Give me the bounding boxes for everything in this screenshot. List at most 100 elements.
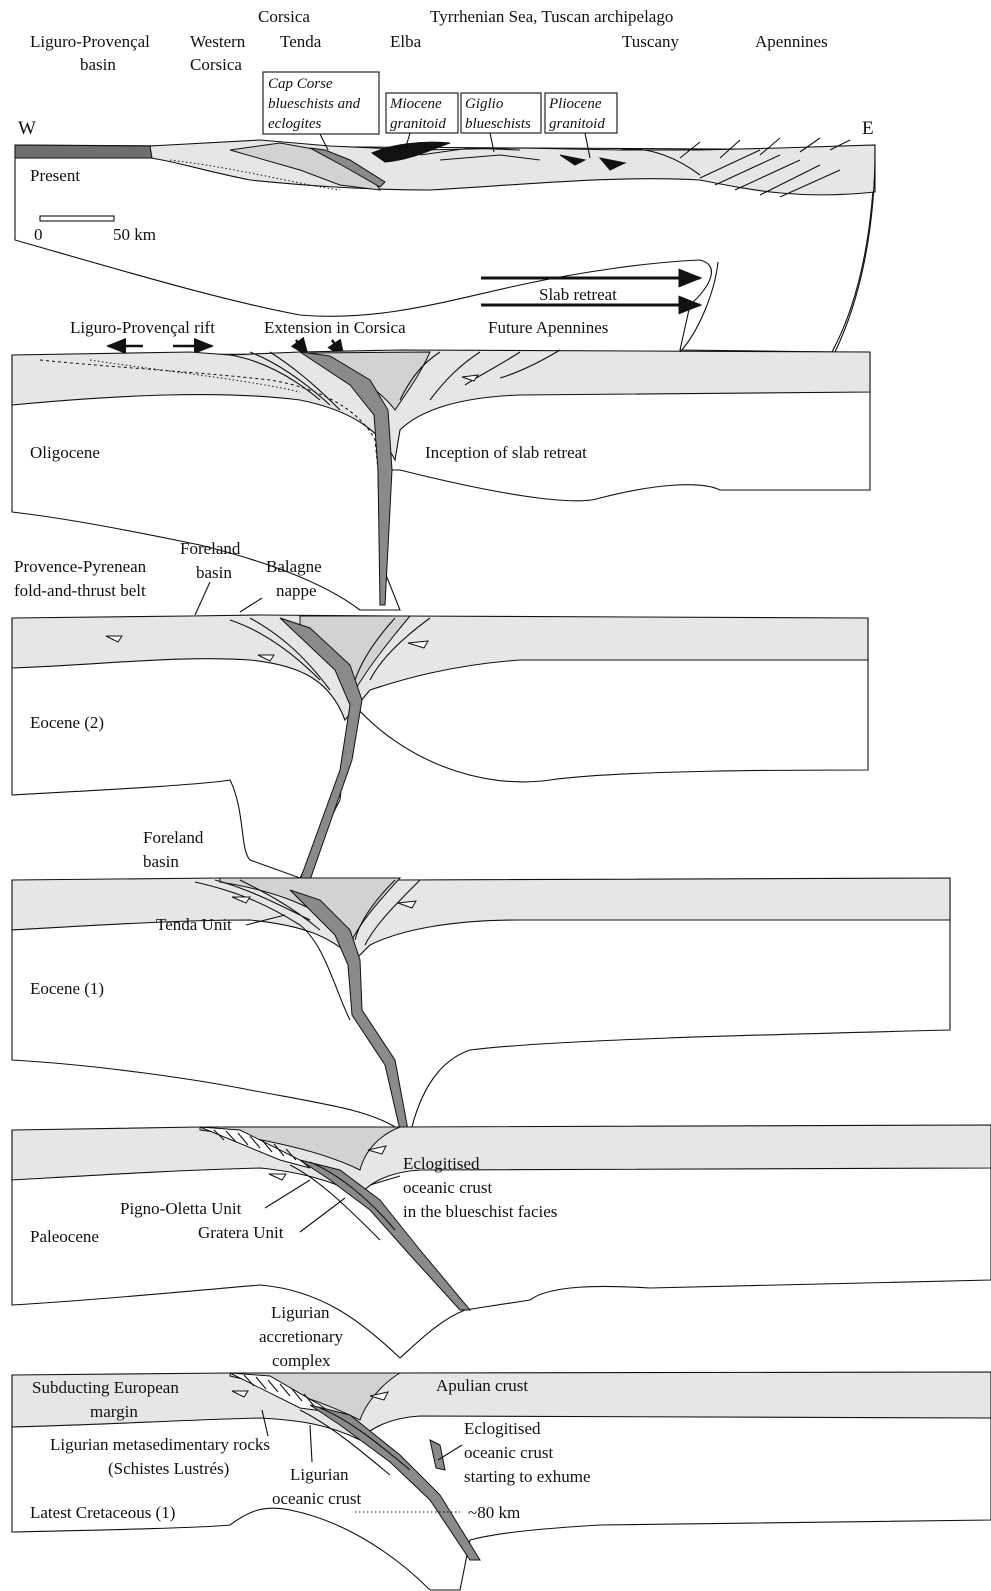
label-tenda: Tenda [280,32,322,51]
label-subducting-european-l2: margin [90,1402,138,1421]
label-eclogitised-start-l1: Eclogitised [464,1419,541,1438]
label-western-corsica-l1: Western [190,32,246,51]
present-miocene-granitoid-body [370,141,451,163]
box-cap-corse-l1: Cap Corse [268,76,333,92]
label-depth-80km: ~80 km [468,1503,520,1522]
label-eclogitised-start-l3: starting to exhume [464,1467,591,1486]
latest-cretaceous-motion-arrow-2 [369,1391,389,1401]
oligocene-dashed-boundary-1 [39,359,379,471]
paleocene-internal-lines [289,1161,396,1241]
eocene1-thrust-lines [194,879,421,1021]
present-annotation-boxes: Cap Corse blueschists and eclogites Mioc… [262,71,618,159]
label-eclogitised-l1: Eclogitised [403,1154,480,1173]
label-apennines: Apennines [755,32,828,51]
label-ligurian-accretionary-l2: accretionary [259,1327,343,1346]
oligocene-mantle-east-edge [679,261,719,353]
label-eclogitised-l3: in the blueschist facies [403,1202,557,1221]
panel-present: Present 0 50 km [14,137,876,353]
label-western-corsica-l2: Corsica [190,55,242,74]
present-oceanic-crust-west [14,144,153,159]
paleocene-unit-leaders [264,1179,346,1233]
label-foreland-basin-b-l1: Foreland [143,828,204,847]
label-tyrrhenian-sea: Tyrrhenian Sea, Tuscan archipelago [430,7,673,26]
eocene2-crust [11,614,869,722]
box-cap-corse-l3: eclogites [268,116,321,132]
label-liguro-provencal-rift: Liguro-Provençal rift [70,318,215,337]
eocene2-motion-arrow-1 [257,654,275,662]
label-corsica: Corsica [258,7,310,26]
exhuming-eclogite-sliver [429,1439,446,1471]
box-leader-lines [319,132,591,159]
eclog-start-leader [437,1444,463,1461]
oligocene-motion-arrow [461,374,480,382]
eocene2-motion-arrow-2 [105,635,123,643]
label-slab-retreat: Slab retreat [539,285,617,304]
label-subducting-european-l1: Subducting European [32,1378,179,1397]
panel-oligocene: Slab retreat Liguro-Provençal rift Exten… [11,149,876,611]
label-ligurian-accretionary-l1: Ligurian [271,1303,330,1322]
panel-latest-cretaceous: Ligurian accretionary complex Subducting… [11,1303,991,1591]
present-pliocene-granitoid-body [559,154,587,166]
label-eclogitised-start-l2: oceanic crust [464,1443,553,1462]
label-pigno-oletta-unit: Pigno-Oletta Unit [120,1199,242,1218]
label-gratera-unit: Gratera Unit [198,1223,284,1242]
eocene2-leader-lines [194,581,263,616]
ligurian-oc-leader [309,1424,313,1463]
paleocene-motion-arrow-1 [268,1173,287,1181]
label-provence-pyrenean-l1: Provence-Pyrenean [14,557,147,576]
paleocene-slab [299,1159,472,1311]
label-tuscany: Tuscany [622,32,679,51]
label-ligurian-oceanic-crust-l1: Ligurian [290,1465,349,1484]
box-pliocene-l2: granitoid [549,116,605,132]
eclogitised-leader [369,1175,401,1186]
latest-cretaceous-hatching [243,1374,315,1407]
panel-label-oligocene: Oligocene [30,443,100,462]
eocene2-mantle [11,617,869,879]
panel-label-latest-cretaceous: Latest Cretaceous (1) [30,1503,175,1522]
present-apennine-thrusts [679,137,851,159]
panel-paleocene: Eclogitised oceanic crust in the bluesch… [11,1124,991,1359]
label-east: E [862,118,874,139]
oligocene-slab [299,351,393,606]
label-elba: Elba [390,32,422,51]
paleocene-hatching [213,1129,297,1161]
eocene1-motion-arrow-1 [231,896,251,904]
label-ligurian-accretionary-l3: complex [272,1351,331,1370]
latest-cretaceous-mantle [11,1374,991,1591]
scale-zero: 0 [34,225,43,244]
label-eclogitised-l2: oceanic crust [403,1178,492,1197]
present-dotted-boundary [169,159,341,191]
present-granitoid-body-2 [598,157,627,171]
label-balagne-nappe-l2: nappe [276,581,317,600]
label-liguro-provencal-basin-l2: basin [80,55,116,74]
box-miocene-l2: granitoid [390,116,446,132]
scale-fifty-km: 50 km [113,225,156,244]
label-ligurian-metasedimentary-l2: (Schistes Lustrés) [108,1459,229,1478]
eocene1-mantle [11,879,951,1136]
tenda-unit-leader [245,914,286,926]
box-cap-corse-l2: blueschists and [268,96,361,112]
present-thrust-lines [419,147,841,198]
oligocene-thrust-lines [229,349,561,411]
ligurian-meta-leader [261,1409,269,1437]
latest-cretaceous-slab [309,1404,481,1561]
latest-cretaceous-crust [11,1371,991,1441]
panel-label-present: Present [30,166,80,185]
latest-cretaceous-internal-lines [299,1407,411,1476]
label-foreland-basin-b-l2: basin [143,852,179,871]
label-foreland-basin-l2: basin [196,563,232,582]
panel-label-eocene1: Eocene (1) [30,979,104,998]
panel-eocene-2: Foreland basin Balagne nappe Provence-Py… [11,539,869,881]
eocene2-thrust-lines [229,617,431,691]
label-ligurian-oceanic-crust-l2: oceanic crust [272,1489,361,1508]
box-giglio-l1: Giglio [465,96,504,112]
header-labels: Corsica Tyrrhenian Sea, Tuscan archipela… [18,7,874,139]
panel-eocene-1: Foreland basin Tenda Unit Eocene (1) [11,828,951,1136]
label-west: W [18,118,36,139]
label-foreland-basin-l1: Foreland [180,539,241,558]
paleocene-motion-arrow-2 [367,1145,387,1155]
scale-bar [39,215,115,222]
paleocene-mantle [11,1129,991,1359]
latest-cretaceous-motion-arrow-1 [231,1390,249,1398]
eocene1-motion-arrow-2 [397,900,417,909]
